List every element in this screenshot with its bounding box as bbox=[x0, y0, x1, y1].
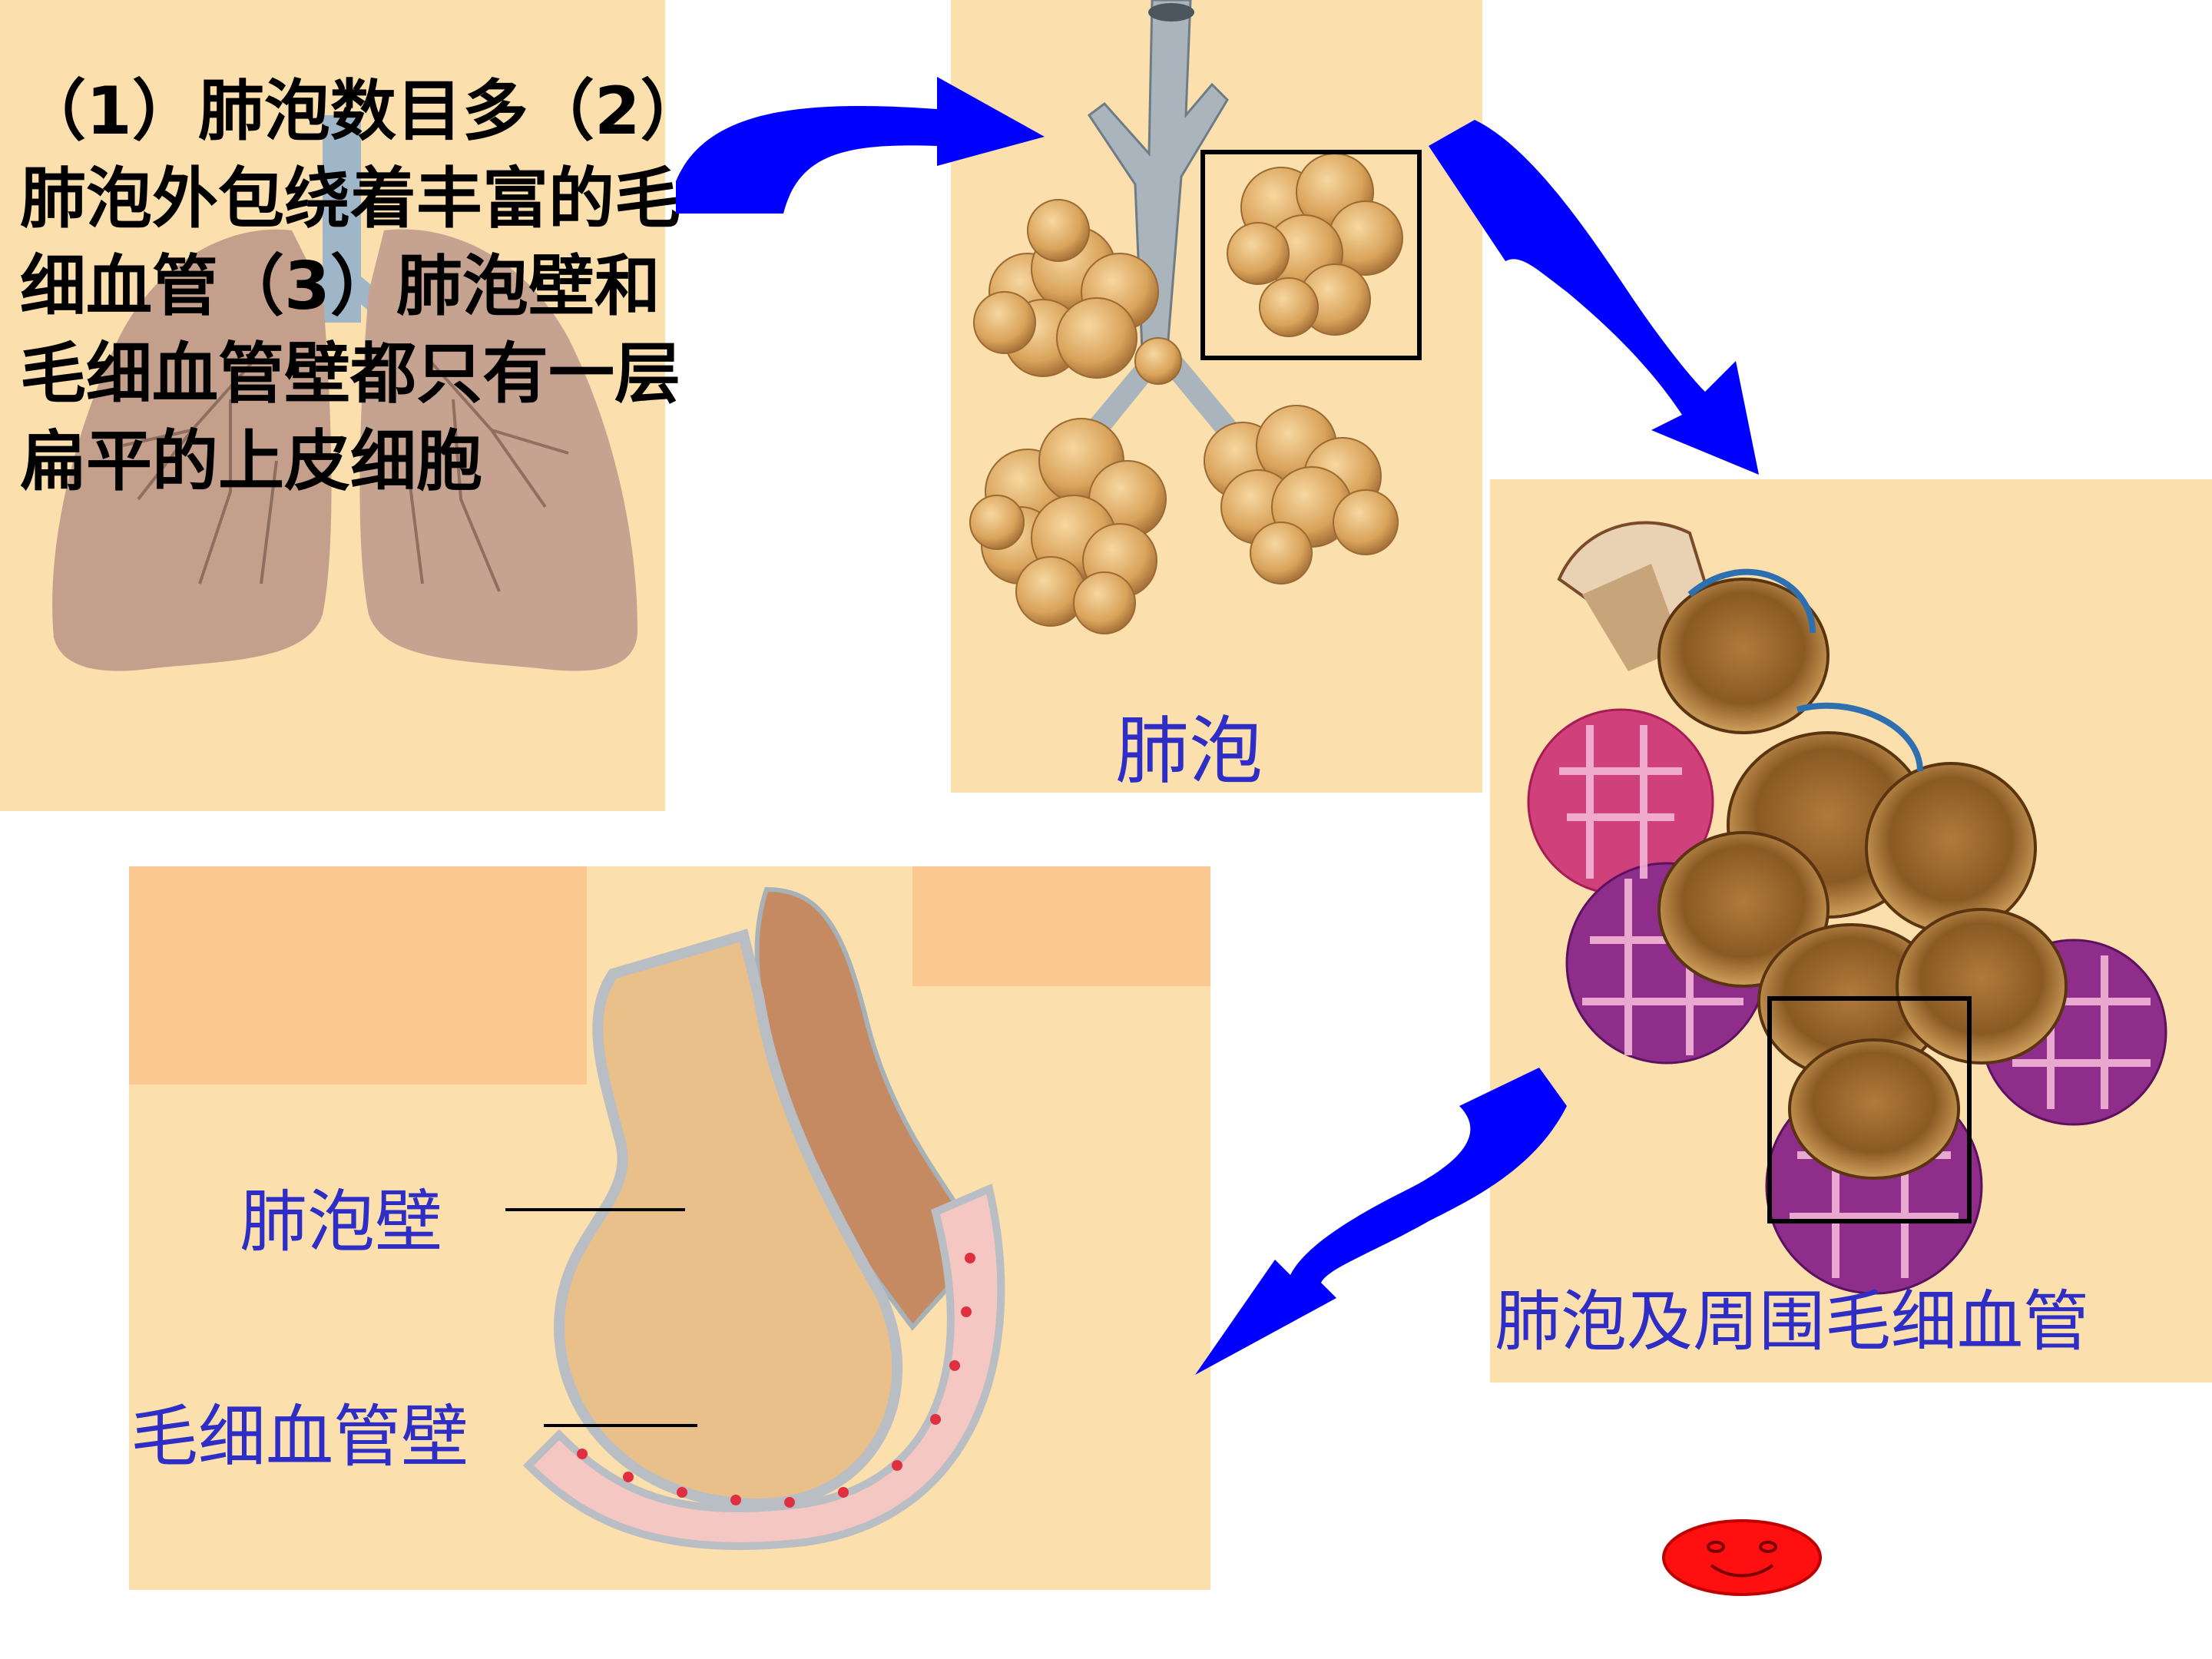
wall-panel bbox=[129, 866, 1210, 1590]
arrow-to-alveoli bbox=[676, 77, 1045, 214]
alveoli-capillary-illustration bbox=[1527, 521, 2167, 1295]
zoom-box bbox=[1200, 150, 1422, 360]
lungs-panel bbox=[0, 0, 665, 811]
capillary-caption: 肺泡及周围毛细血管 bbox=[1495, 1283, 2089, 1360]
wall-illustration bbox=[129, 866, 1210, 1551]
alveoli-caption: 肺泡 bbox=[1115, 708, 1263, 794]
capillary-panel bbox=[1490, 479, 2212, 1382]
capillary-wall-label: 毛细血管壁 bbox=[131, 1397, 469, 1476]
smiley-icon[interactable] bbox=[1661, 1518, 1823, 1598]
alveolar-wall-label: 肺泡壁 bbox=[240, 1182, 443, 1261]
description-text: （1）肺泡数目多（2）肺泡外包绕着丰富的毛细血管（3）肺泡壁和毛细血管壁都只有一… bbox=[20, 73, 680, 500]
lungs-illustration bbox=[52, 115, 637, 671]
arrow-to-capillaries bbox=[1429, 120, 1759, 475]
zoom-box bbox=[1767, 996, 1972, 1224]
alveoli-panel bbox=[951, 0, 1482, 793]
arrow-to-wall bbox=[1195, 1068, 1567, 1375]
alveoli-cluster-illustration bbox=[969, 0, 1422, 634]
